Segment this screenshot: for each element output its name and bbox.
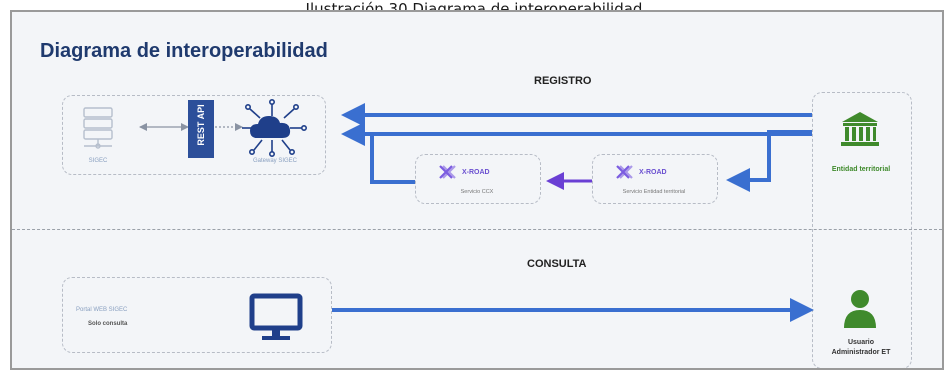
portal-sub: Solo consulta xyxy=(88,321,128,327)
xroad-ccx-sub: Servicio CCX xyxy=(460,189,494,195)
entidad-label: Entidad territorial xyxy=(831,166,891,173)
user-icon xyxy=(844,290,876,328)
xroad-ccx-box xyxy=(415,154,541,204)
xroad-ccx-title: X-ROAD xyxy=(462,169,490,176)
gateway-label: Gateway SIGEC xyxy=(252,158,297,164)
server-icon xyxy=(83,107,113,149)
section-consulta-label: CONSULTA xyxy=(527,258,587,270)
rest-api-block xyxy=(188,100,214,158)
diagram-title: Diagrama de interoperabilidad xyxy=(40,40,328,62)
xroad-et-box xyxy=(592,154,718,204)
usuario-line2: Administrador ET xyxy=(831,349,891,356)
sigec-group-box xyxy=(62,95,326,175)
section-registro-label: REGISTRO xyxy=(534,75,592,87)
monitor-icon xyxy=(249,293,303,340)
sigec-label: SIGEC xyxy=(88,158,108,164)
portal-title: Portal WEB SIGEC xyxy=(76,307,128,313)
registro-arrows xyxy=(341,103,812,192)
cloud-network-icon xyxy=(242,99,307,158)
usuario-line1: Usuario xyxy=(847,339,875,346)
xroad-et-sub: Servicio Entidad territorial xyxy=(622,189,686,195)
portal-box xyxy=(62,277,332,353)
xroad-et-title: X-ROAD xyxy=(639,169,667,176)
section-divider xyxy=(12,229,942,230)
diagram-graphics xyxy=(83,99,879,340)
institution-icon xyxy=(841,112,879,146)
entidad-column-box xyxy=(812,92,912,368)
diagram-frame: Diagrama de interoperabilidad REGISTRO C… xyxy=(10,10,944,370)
xroad-ccx-icon xyxy=(439,165,456,179)
xroad-et-icon xyxy=(616,165,633,179)
rest-api-label: REST API xyxy=(196,104,206,146)
